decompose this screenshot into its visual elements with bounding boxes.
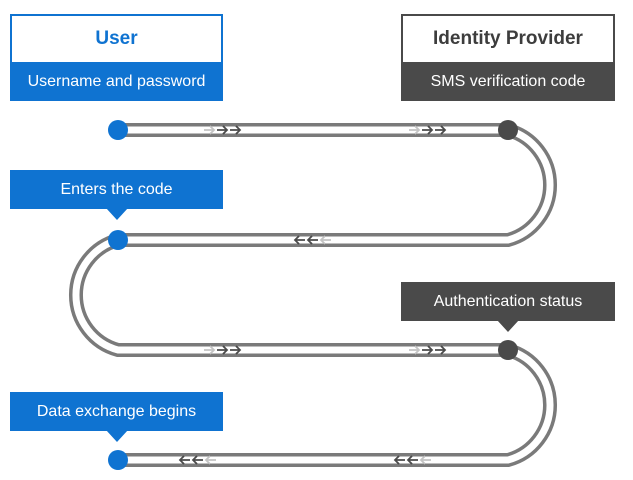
flow-arrow-chevron	[422, 345, 434, 355]
flow-arrow-chevron	[422, 125, 434, 135]
flow-arrow-chevron	[204, 125, 216, 135]
flow-arrow-chevron	[204, 455, 216, 465]
identity-provider-title: Identity Provider	[401, 14, 615, 62]
flow-arrow-chevron	[409, 125, 421, 135]
user-dot-1	[108, 120, 128, 140]
track-inner	[72, 126, 554, 464]
provider-step-sms-code: SMS verification code	[401, 62, 615, 101]
flow-arrow-chevron	[435, 345, 447, 355]
user-step-data-exchange: Data exchange begins	[10, 392, 223, 442]
flow-arrow-chevron	[217, 125, 229, 135]
provider-step-authentication-status: Authentication status	[401, 282, 615, 332]
flow-arrow-chevron	[435, 125, 447, 135]
flow-dots	[108, 120, 518, 470]
user-dot-2	[108, 230, 128, 250]
flow-arrow-chevron	[406, 455, 418, 465]
flow-arrow-chevron	[306, 235, 318, 245]
flow-arrow-chevron	[191, 455, 203, 465]
flow-arrow-chevron	[204, 345, 216, 355]
flow-arrow-chevron	[319, 235, 331, 245]
user-title: User	[10, 14, 223, 62]
user-step-enters-code: Enters the code	[10, 170, 223, 220]
user-dot-3	[108, 450, 128, 470]
flow-arrow-chevron	[230, 345, 242, 355]
flow-arrow-chevron	[178, 455, 190, 465]
flow-arrow-chevron	[230, 125, 242, 135]
flow-arrows	[178, 125, 447, 465]
flow-arrow-chevron	[217, 345, 229, 355]
provider-dot-2	[498, 340, 518, 360]
user-step-username-password: Username and password	[10, 62, 223, 101]
track-path-inner	[72, 126, 554, 464]
flow-arrow-chevron	[293, 235, 305, 245]
provider-dot-1	[498, 120, 518, 140]
flow-arrow-chevron	[409, 345, 421, 355]
flow-arrow-chevron	[393, 455, 405, 465]
flow-arrow-chevron	[419, 455, 431, 465]
